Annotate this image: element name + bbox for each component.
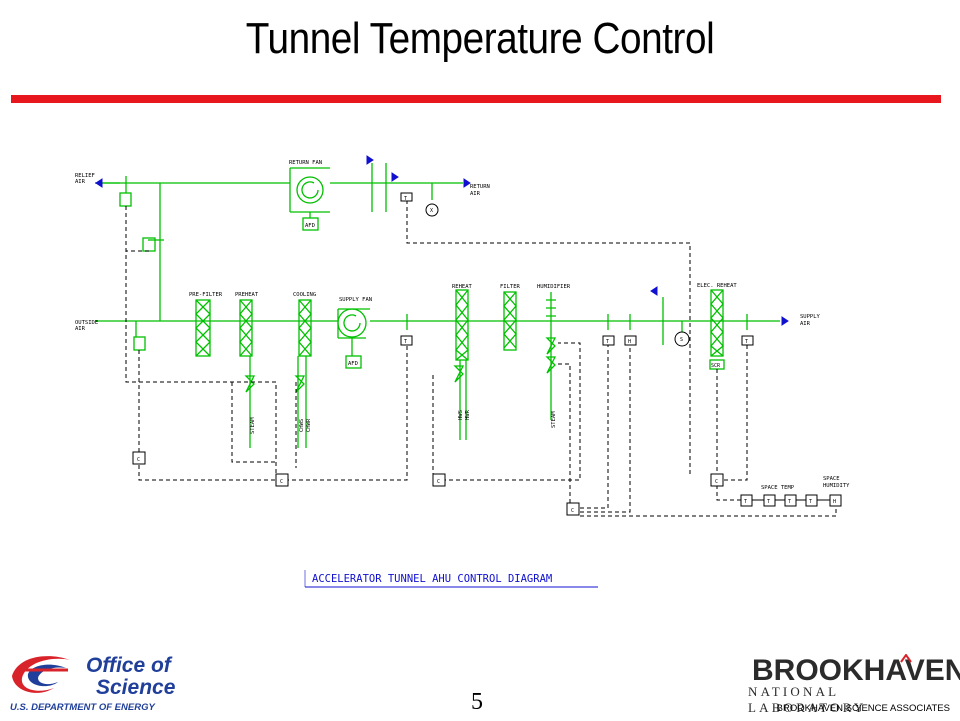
space-humidity-sensor: H [833, 499, 836, 505]
office-line-1: Office of [86, 654, 173, 677]
supply-temp-sensor-3: T [745, 339, 748, 345]
return-air-label-1: RETURN [470, 184, 490, 190]
diagram-caption-group: ACCELERATOR TUNNEL AHU CONTROL DIAGRAM [304, 570, 598, 588]
return-fan-afd-label: AFD [305, 223, 315, 229]
doe-label: U.S. DEPARTMENT OF ENERGY [10, 702, 156, 713]
air-flow-arrows [95, 155, 789, 326]
space-temp-sensor-2: T [767, 499, 770, 505]
space-temp-label: SPACE TEMP [761, 485, 795, 491]
bnl-mark-icon [900, 654, 912, 663]
smoke-sensor: S [680, 337, 683, 343]
title-divider [11, 95, 941, 103]
controller-3: C [437, 479, 440, 485]
supply-fan-afd-label: AFD [348, 361, 358, 367]
space-humidity-label-1: SPACE [823, 476, 840, 482]
elec-reheat-label: ELEC. REHEAT [697, 283, 737, 289]
controller-1: C [137, 457, 140, 463]
return-x-sensor: X [430, 208, 433, 214]
supply-humidity-sensor: H [628, 339, 631, 345]
hwr-label: HWR [465, 409, 471, 420]
space-humidity-label-2: HUMIDITY [823, 483, 850, 489]
scr-label: SCR [711, 363, 721, 369]
supply-temp-sensor-1: T [404, 339, 407, 345]
outside-air-label-1: OUTSIDE [75, 320, 98, 326]
brookhaven-associates-label: BROOKHAVEN SCIENCE ASSOCIATES [776, 703, 950, 714]
humidifier-label: HUMIDIFIER [537, 284, 571, 290]
controller-5: C [715, 479, 718, 485]
ductwork [95, 163, 780, 448]
return-temp-sensor: T [404, 196, 407, 202]
supply-temp-sensor-2: T [606, 339, 609, 345]
doe-emblem-icon: Office of Science U.S. DEPARTMENT OF ENE… [8, 654, 176, 713]
chws-label: CHWS [299, 419, 305, 432]
hws-label: HWS [458, 410, 464, 420]
page-number: 5 [471, 689, 483, 715]
controller-4: C [571, 508, 574, 514]
humidifier-steam-label: STEAM [551, 411, 557, 428]
space-temp-sensor-4: T [809, 499, 812, 505]
reheat-label: REHEAT [452, 284, 473, 290]
filter-label: FILTER [500, 284, 521, 290]
relief-air-label-2: AIR [75, 179, 86, 185]
control-wiring [125, 200, 837, 517]
outside-air-label-2: AIR [75, 326, 86, 332]
diagram-caption: ACCELERATOR TUNNEL AHU CONTROL DIAGRAM [312, 573, 552, 585]
brookhaven-wordmark: BROOKHAVEN [752, 654, 960, 687]
pre-filter-label: PRE-FILTER [189, 292, 223, 298]
supply-air-label-2: AIR [800, 321, 811, 327]
relief-air-label-1: RELIEF [75, 173, 95, 179]
supply-fan-label: SUPPLY FAN [339, 297, 372, 303]
diagram-labels: RELIEF AIR OUTSIDE AIR RETURN FAN RETURN… [75, 160, 850, 514]
supply-air-label-1: SUPPLY [800, 314, 821, 320]
steam-label: STEAM [250, 417, 256, 434]
control-boxes [132, 192, 842, 516]
preheat-label: PREHEAT [235, 292, 259, 298]
controller-2: C [280, 479, 283, 485]
cooling-label: COOLING [293, 292, 316, 298]
space-temp-sensor-1: T [744, 499, 747, 505]
return-air-label-2: AIR [470, 191, 481, 197]
return-fan-label: RETURN FAN [289, 160, 322, 166]
office-of-science-logo: Office of Science U.S. DEPARTMENT OF ENE… [8, 648, 208, 716]
space-temp-sensor-3: T [788, 499, 791, 505]
chwr-label: CHWR [306, 418, 312, 432]
office-line-2: Science [96, 676, 176, 699]
slide-title: Tunnel Temperature Control [245, 14, 715, 63]
national-laboratory-label: NATIONAL LABORATORY [748, 684, 867, 715]
